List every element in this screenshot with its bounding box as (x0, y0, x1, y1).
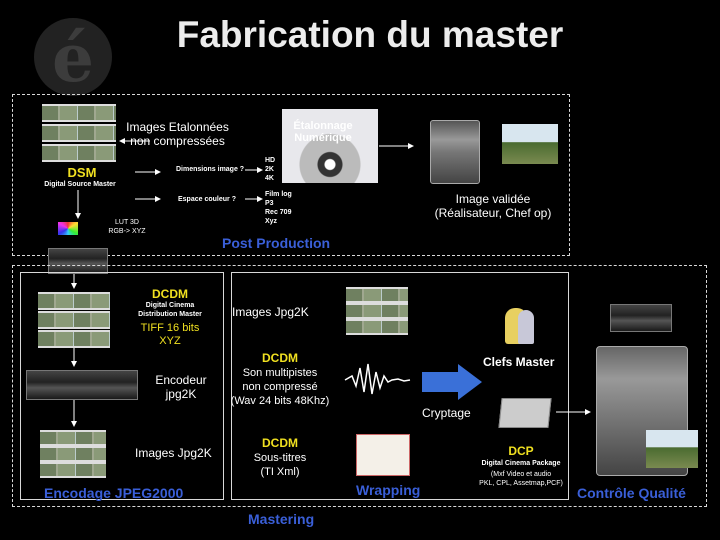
encoder-server-icon (26, 370, 138, 400)
arrow-right-icon (422, 364, 482, 400)
logo-e-icon: é (52, 19, 94, 97)
encodage-box (20, 272, 224, 500)
dcp-label: DCP (508, 444, 534, 458)
dcdm-label: DCDM (152, 287, 188, 301)
espace-label: Espace couleur ? (178, 196, 236, 203)
film-strip (40, 462, 106, 478)
wrapping-box (231, 272, 569, 500)
mastering-label: Mastering (248, 511, 315, 527)
tiff-label: TIFF 16 bits XYZ (140, 322, 200, 347)
dcp-sub-label: Digital Cinema Package (481, 460, 561, 467)
film-strip (38, 311, 110, 329)
lut-label: LUT 3D RGB-> XYZ (108, 219, 146, 235)
playback-server-icon (610, 304, 672, 332)
key-silver (518, 310, 534, 344)
film-strip (38, 330, 110, 348)
server-icon (48, 248, 108, 274)
film-strip (42, 144, 116, 162)
images-jpg-label-encodage: Images Jpg2K (135, 446, 212, 460)
dimensions-label: Dimensions image ? (176, 166, 245, 173)
projector-icon (430, 120, 480, 184)
images-etalonnees-label: Images Etalonnées non compressées (126, 120, 229, 148)
clefs-label: Clefs Master (483, 355, 555, 369)
wrapping-label: Wrapping (356, 482, 421, 498)
page-title: Fabrication du master (176, 14, 564, 55)
waveform-icon (344, 363, 411, 395)
logo-circle (34, 18, 112, 96)
dcdm-audio-label: DCDM (262, 351, 298, 365)
etalonnage-label: Étalonnage Numérique (293, 120, 353, 144)
image-validee-label: Image validée (Réalisateur, Chef op) (434, 192, 552, 220)
encodeur-label: Encodeur jpg2K (155, 373, 207, 401)
dcdm-sub-label: Digital Cinema Distribution Master (138, 302, 202, 318)
controle-label: Contrôle Qualité (577, 485, 686, 501)
images-jpg-label-wrapping: Images Jpg2K (232, 305, 309, 319)
lut-cube-icon (58, 222, 78, 235)
dsm-label: DSM (67, 165, 97, 180)
cryptage-label: Cryptage (422, 406, 471, 420)
validated-image-thumb (502, 124, 558, 164)
dsm-sub-label: Digital Source Master (44, 181, 116, 188)
film-strip (40, 446, 106, 462)
film-strip (42, 104, 116, 122)
encodage-label: Encodage JPEG2000 (44, 485, 184, 501)
post-production-label: Post Production (222, 235, 331, 251)
film-strip (38, 292, 110, 310)
color-list: Film log P3 Rec 709 Xyz (265, 191, 292, 225)
film-strip (346, 287, 408, 303)
dcdm-subtitles-label: DCDM (262, 436, 298, 450)
projected-image-thumb (646, 430, 698, 468)
dims-list: HD 2K 4K (265, 157, 276, 182)
film-strip (346, 303, 408, 319)
film-strip (40, 430, 106, 446)
dcp-detail-label: (Mxf Video et audio PKL, CPL, Assetmap,P… (479, 471, 563, 487)
subtitle-doc-icon (356, 434, 410, 476)
soustitres-label: Sous-titres (TI Xml) (253, 452, 307, 478)
post-production-box (12, 94, 570, 256)
son-label: Son multipistes non compressé (Wav 24 bi… (230, 367, 330, 407)
mastering-box (12, 265, 707, 507)
color-grading-console (282, 109, 378, 183)
film-strip (42, 124, 116, 142)
film-strip (346, 319, 408, 335)
